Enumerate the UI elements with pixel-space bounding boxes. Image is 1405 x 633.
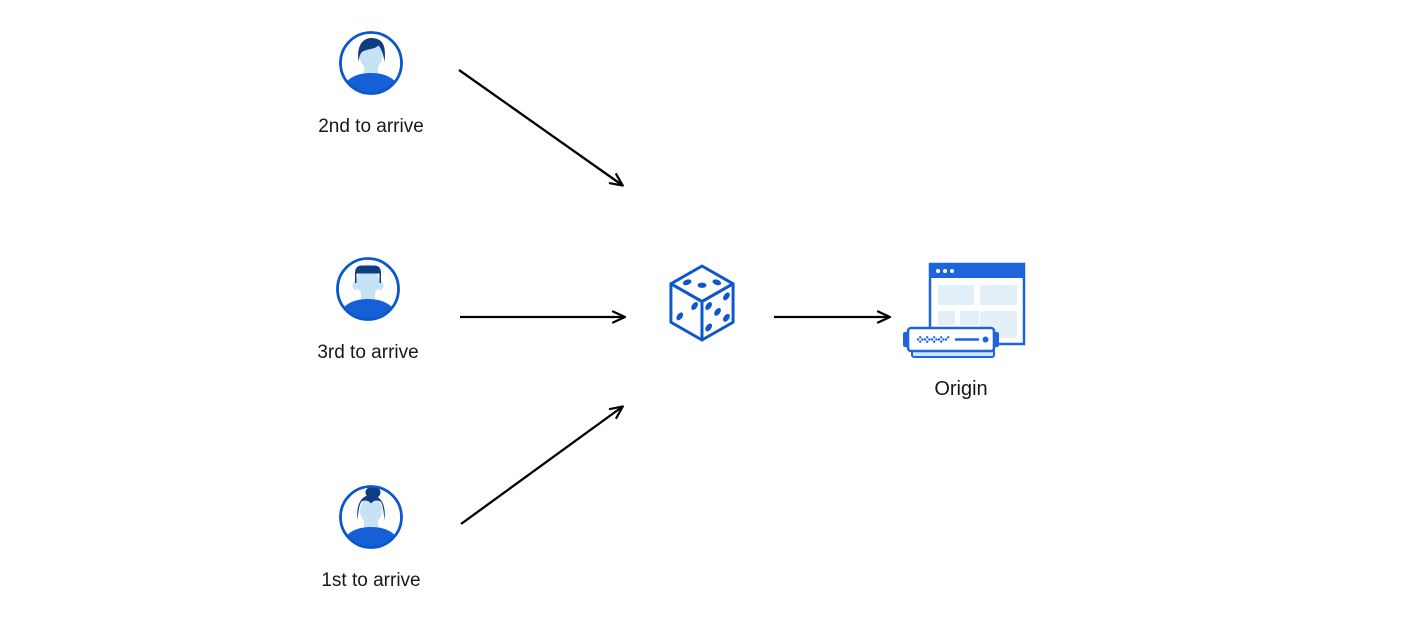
node-random-picker: [665, 263, 739, 346]
woman-avatar-icon: [339, 485, 403, 549]
node-second-visitor: 2nd to arrive: [291, 30, 451, 139]
node-label-first: 1st to arrive: [321, 570, 421, 591]
man-flattop-avatar-icon: [336, 257, 400, 321]
arrow-first-to-dice: [460, 405, 624, 525]
arrow-second-to-dice: [458, 69, 624, 187]
man-avatar-icon: [339, 31, 403, 95]
node-first-visitor: 1st to arrive: [291, 484, 451, 593]
node-label-second: 2nd to arrive: [318, 116, 424, 137]
dice-icon: [669, 264, 735, 342]
node-label-origin: Origin: [934, 378, 988, 400]
origin-server-icon: [903, 262, 1026, 358]
node-third-visitor: 3rd to arrive: [288, 256, 448, 365]
node-origin: Origin: [881, 262, 1041, 401]
node-label-third: 3rd to arrive: [317, 342, 419, 363]
